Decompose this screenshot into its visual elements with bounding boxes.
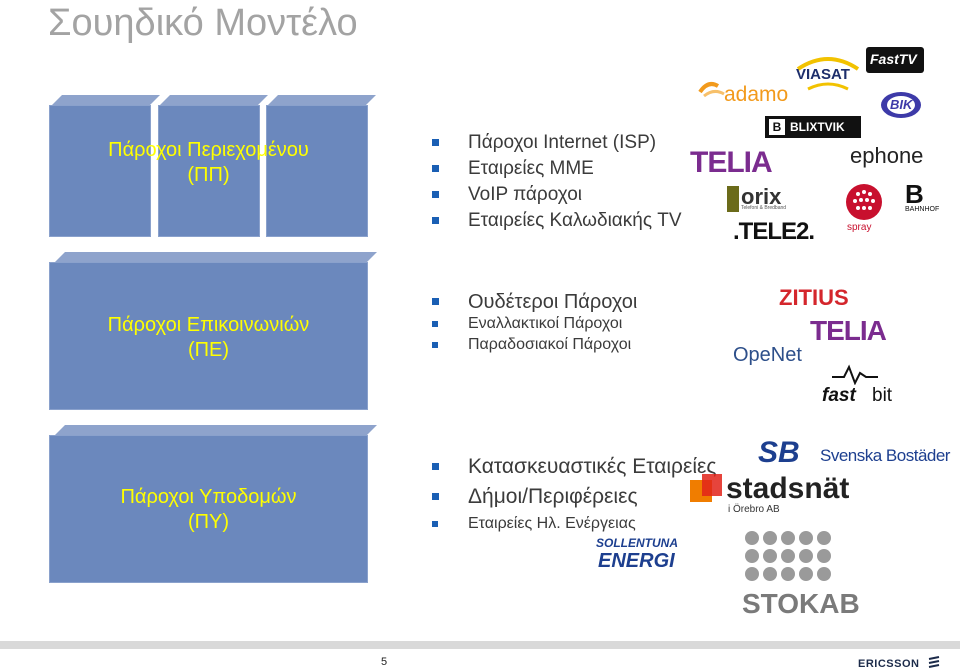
list-item-text: Εταιρείες Ηλ. Ενέργειας (468, 515, 636, 532)
ephone-logo: ephone (850, 143, 924, 168)
slab-top (52, 95, 160, 105)
communication-slab (49, 262, 368, 410)
list-item-text: Παραδοσιακοί Πάροχοι (468, 336, 632, 353)
communication-providers-label: Πάροχοι Επικοινωνιών (ΠΕ) (49, 313, 368, 363)
block-label-line1: Πάροχοι Περιεχομένου (108, 139, 309, 161)
bahnhof-b-mark: B (905, 179, 924, 209)
telia-logo: TELIA (690, 146, 773, 179)
sollentuna-energi-logo: SOLLENTUNA ENERGI (596, 536, 678, 572)
blixtvik-logo: B BLIXTVIK (765, 116, 861, 138)
stadsnat-mark-2 (702, 474, 722, 496)
viasat-logo: VIASAT (792, 55, 864, 95)
zitius-logo: ZITIUS (779, 285, 849, 310)
list-item-text: Κατασκευαστικές Εταιρείες (468, 455, 717, 478)
bik-logo: BIK (879, 90, 923, 120)
list-item: Εταιρείες Καλωδιακής TV (432, 208, 682, 234)
list-item: Ουδέτεροι Πάροχοι (432, 290, 637, 314)
list-item-text: Πάροχοι Internet (ISP) (468, 132, 657, 153)
block-label-line2: (ΠΥ) (187, 511, 230, 533)
infrastructure-providers-label: Πάροχοι Υποδομών (ΠΥ) (49, 485, 368, 535)
spray-logo: spray (844, 182, 884, 234)
openet-logo: OpeNet (733, 344, 802, 366)
list-item: Εταιρείες Ηλ. Ενέργειας (432, 512, 716, 536)
b-square-icon: B (769, 119, 785, 135)
block-label-line2: (ΠΠ) (187, 164, 230, 186)
orix-logo: orix Telefoni & Bredband (727, 184, 805, 212)
list-item-text: VoIP πάροχοι (468, 184, 583, 205)
svenska-bostader-logo: SB Svenska Bostäder (758, 436, 950, 469)
list-item-text: Εταιρείες ΜΜΕ (468, 158, 594, 179)
viasat-arc-icon (796, 57, 860, 91)
bik-badge-icon (881, 92, 921, 118)
orix-mark (727, 186, 739, 212)
bahnhof-logo: B BAHNHOF (905, 179, 940, 213)
content-pillar-2 (158, 105, 260, 237)
list-item-text: Εταιρείες Καλωδιακής TV (468, 210, 682, 231)
stokab-logo: STOKAB (742, 530, 860, 622)
fasttv-logo: FastTV (866, 47, 924, 73)
pulse-icon (832, 364, 878, 385)
list-item-text: Δήμοι/Περιφέρειες (468, 485, 638, 508)
slab-top (268, 95, 376, 105)
communication-providers-list: Ουδέτεροι Πάροχοι Εναλλακτικοί Πάροχοι Π… (432, 290, 637, 356)
slab-top (160, 95, 268, 105)
block-label-line1: Πάροχοι Υποδομών (120, 486, 297, 508)
stadsnat-logo: stadsnät i Örebro AB (690, 472, 890, 518)
page-number: 5 (381, 656, 388, 668)
content-pillar-1 (49, 105, 151, 237)
list-item: Κατασκευαστικές Εταιρείες (432, 452, 716, 482)
page-title: Σουηδικό Μοντέλο (48, 2, 358, 44)
adamo-swirl-icon (698, 82, 725, 98)
slab-top (55, 252, 377, 262)
spray-dots-icon (846, 184, 882, 220)
list-item: Δήμοι/Περιφέρειες (432, 482, 716, 512)
stokab-grid-icon (745, 531, 831, 581)
list-item: Παραδοσιακοί Πάροχοι (432, 334, 637, 356)
ericsson-mark-icon (928, 656, 940, 668)
content-providers-label: Πάροχοι Περιεχομένου (ΠΠ) (49, 138, 368, 188)
ericsson-logo: ERICSSON (858, 656, 941, 670)
telia-logo-2: TELIA (810, 315, 887, 346)
infrastructure-slab (49, 435, 368, 583)
list-item-text: Εναλλακτικοί Πάροχοι (468, 315, 623, 332)
content-providers-list: Πάροχοι Internet (ISP) Εταιρείες ΜΜΕ VoI… (432, 130, 682, 234)
slab-top (55, 425, 377, 435)
fastbit-logo: fast bit (822, 363, 902, 407)
content-pillar-3 (266, 105, 368, 237)
block-label-line2: (ΠΕ) (187, 339, 230, 361)
list-item: Εταιρείες ΜΜΕ (432, 156, 682, 182)
infrastructure-providers-list: Κατασκευαστικές Εταιρείες Δήμοι/Περιφέρε… (432, 452, 716, 536)
block-label-line1: Πάροχοι Επικοινωνιών (107, 314, 310, 336)
list-item: Πάροχοι Internet (ISP) (432, 130, 682, 156)
footer-bar (0, 641, 960, 649)
list-item-text: Ουδέτεροι Πάροχοι (468, 291, 638, 313)
list-item: Εναλλακτικοί Πάροχοι (432, 314, 637, 334)
list-item: VoIP πάροχοι (432, 182, 682, 208)
tele2-logo: .TELE2. (733, 218, 815, 245)
